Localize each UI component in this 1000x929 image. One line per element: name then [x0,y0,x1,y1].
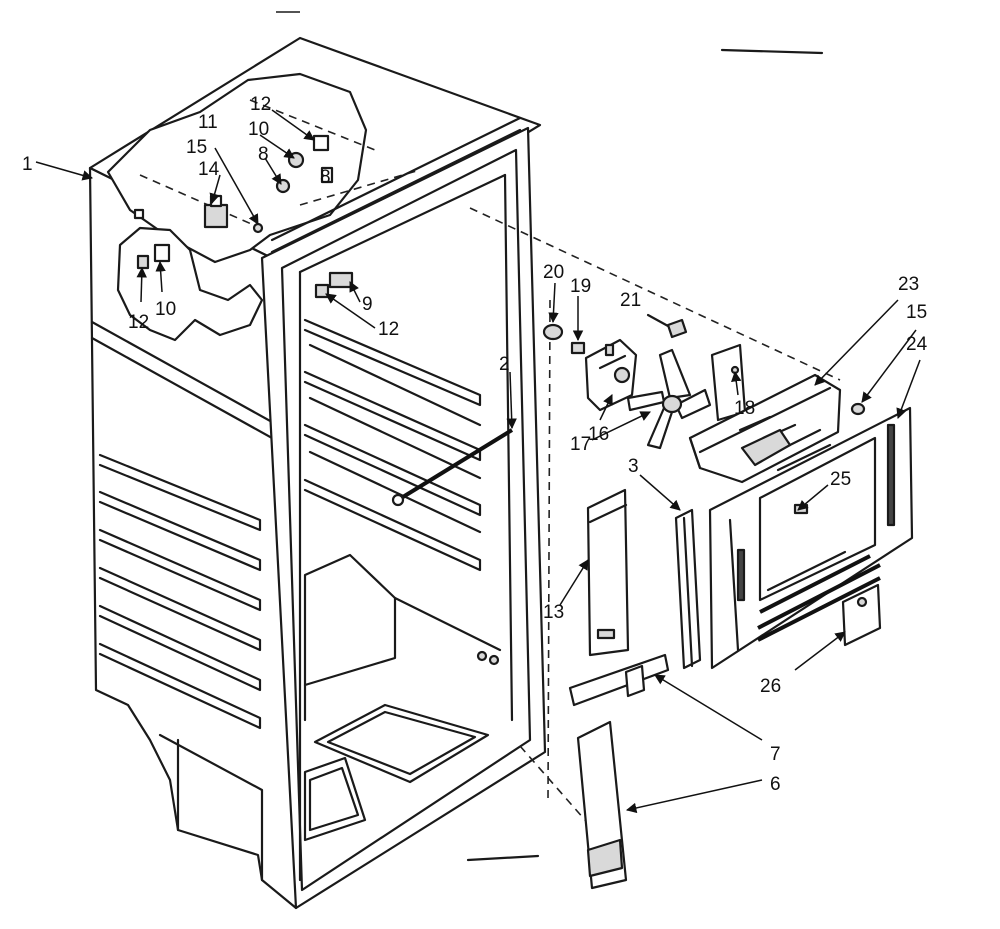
part-19 [570,341,586,355]
shelf-support-9 [328,271,354,289]
crisper-area [303,553,502,842]
callout-11: 11 [198,112,218,133]
callout-2: 2 [499,354,510,375]
cabinet-front [260,116,547,910]
callout-12-top: 12 [250,94,271,115]
shelf-support-12 [314,283,330,299]
part-20 [542,323,564,341]
callout-1: 1 [22,154,33,175]
clip-12-top [312,134,330,152]
plug-10-side [153,243,171,263]
callout-17: 17 [570,434,591,455]
callout-3: 3 [628,456,639,477]
bracket-14 [203,203,229,229]
callout-leaders [35,109,921,814]
callout-13: 13 [543,602,564,623]
callout-12-side: 12 [128,312,149,333]
callout-14: 14 [198,159,220,180]
callout-16: 16 [588,424,609,445]
part-16-motor [584,338,638,412]
shelf-supports [314,271,354,299]
part-6-duct [576,720,628,890]
part-26-plate [841,583,882,647]
callout-26: 26 [760,676,781,697]
part-24-panel [708,406,914,670]
callout-8-right: 8 [320,167,331,188]
part-17-fan-blade [626,348,712,450]
callout-9: 9 [362,294,373,315]
callout-23: 23 [898,274,919,295]
interior-shelf-rails [303,318,482,572]
callout-21: 21 [620,290,641,311]
stray-marks [276,11,824,862]
callout-15-top: 15 [186,137,207,158]
callout-10-top: 10 [248,119,269,140]
callout-24: 24 [906,334,928,355]
plug-10-top [287,151,305,169]
part-13-cover [586,488,630,657]
callout-7: 7 [770,744,781,765]
callout-12-interior: 12 [378,319,399,340]
callout-18: 18 [734,398,755,419]
callout-6: 6 [770,774,781,795]
parts-20-19 [542,323,586,355]
side-ribs [98,453,262,730]
part-21 [646,313,688,339]
callout-19: 19 [570,276,591,297]
assembly-dashed-lines [469,207,841,821]
callout-labels: 1 2 3 6 7 8 8 9 10 10 11 12 12 12 13 14 … [22,94,928,795]
callout-10-side: 10 [155,299,176,320]
clip-12-side [136,254,150,270]
part-15-screw [850,402,866,416]
part-7-plate [568,653,670,707]
callout-8-top: 8 [258,144,269,165]
callout-15-right: 15 [906,302,927,323]
callout-20: 20 [543,262,564,283]
callout-25: 25 [830,469,851,490]
part-3-duct [674,508,702,670]
part-2-rod [391,428,514,507]
